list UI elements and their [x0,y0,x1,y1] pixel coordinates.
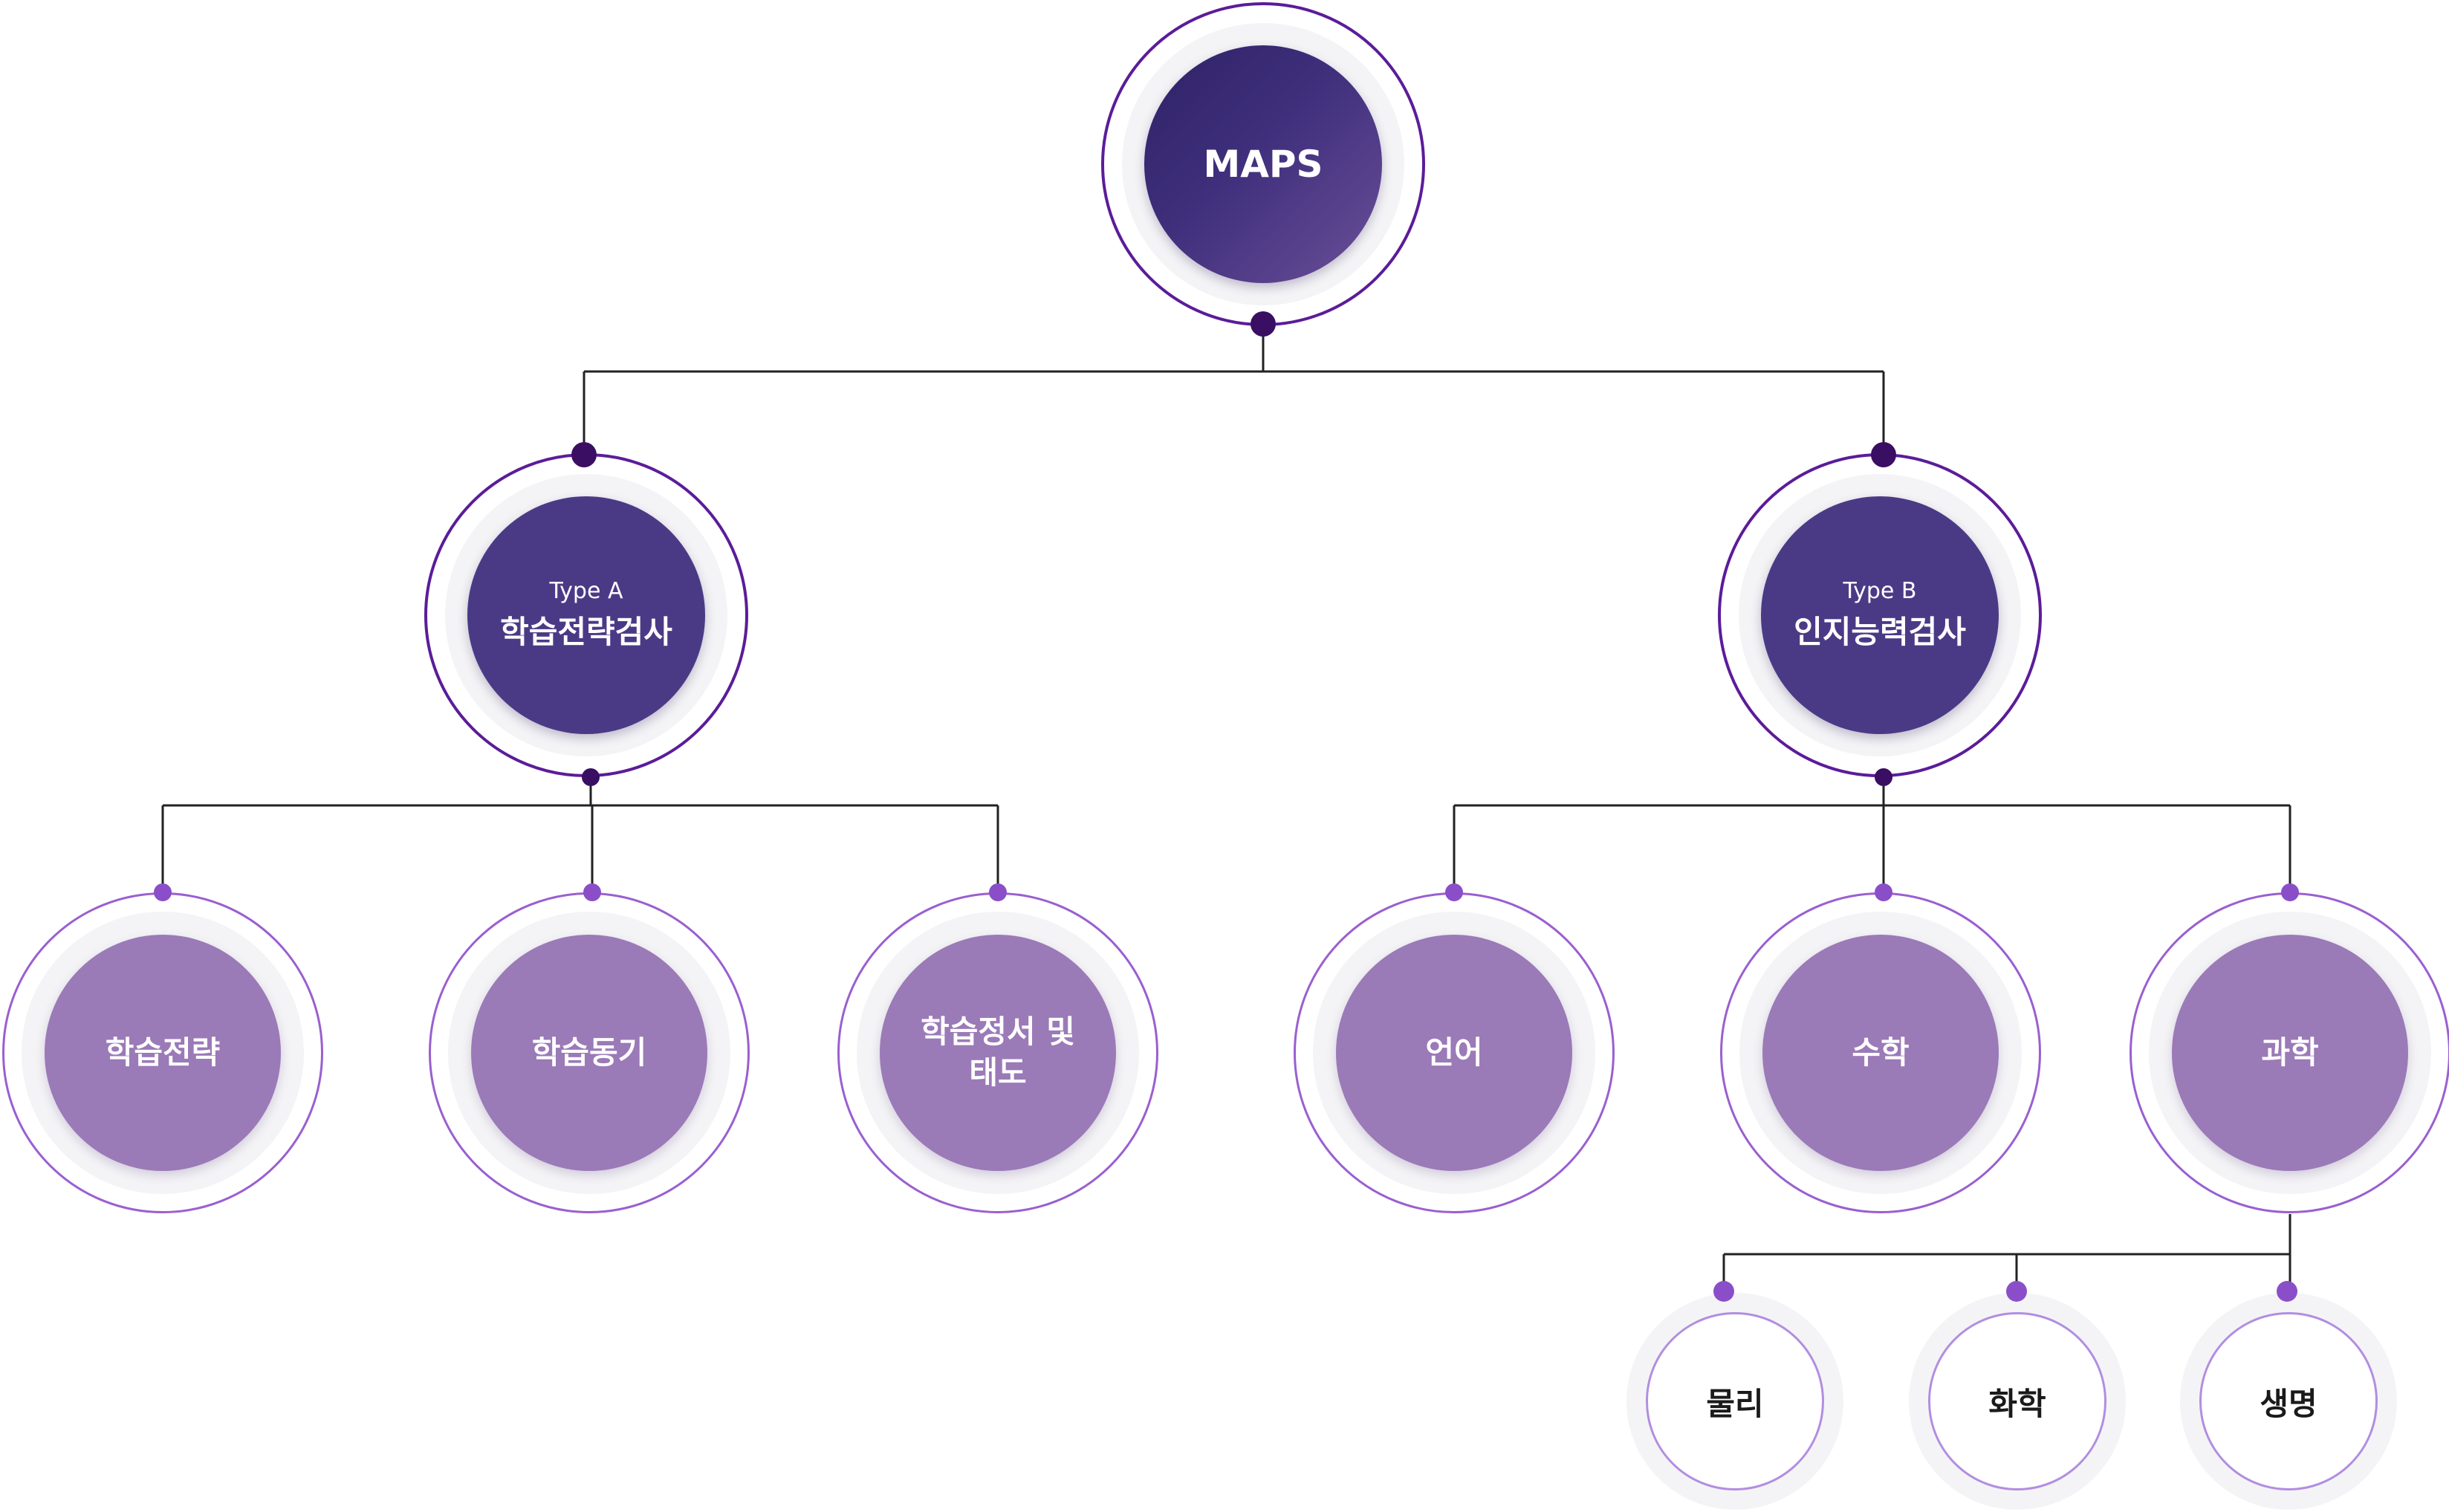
type-a-name: 학습전략검사 [500,613,672,650]
math-label: 수학 [1852,1034,1910,1071]
node-learning-strategy: 학습전략 [2,892,323,1213]
node-type-a: Type A 학습전략검사 [424,453,748,777]
node-learning-emotion-attitude: 학습정서 및 태도 [837,892,1158,1213]
connector-dot-type-b-bottom [1875,768,1892,786]
learning-emotion-label: 학습정서 및 태도 [921,1013,1075,1091]
science-label: 과학 [2261,1034,2319,1071]
type-b-label: Type B [1843,577,1917,604]
life-science-label: 생명 [2199,1312,2378,1490]
connector-dot-learning-strategy [154,883,172,901]
connector-root [583,324,1885,455]
connector-dot-learning-motivation [583,883,601,901]
connector-type-b [1453,777,2291,892]
root-node-maps: MAPS [1101,2,1425,326]
node-language: 언어 [1294,892,1615,1213]
node-physics: 물리 [1626,1293,1843,1510]
node-learning-motivation: 학습동기 [429,892,750,1213]
type-b-name: 인지능력검사 [1794,613,1966,650]
physics-label: 물리 [1646,1312,1824,1490]
learning-motivation-label: 학습동기 [531,1034,647,1071]
type-a-label: Type A [549,577,623,604]
connector-dot-type-b-top [1871,442,1896,467]
connector-dot-science [2281,883,2299,901]
connector-dot-type-a-bottom [582,768,600,786]
connector-dot-math [1875,883,1892,901]
node-life-science: 생명 [2180,1293,2397,1510]
connector-type-a [161,777,999,892]
root-label: MAPS [1203,142,1323,186]
connector-dot-chemistry [2006,1281,2027,1302]
node-chemistry: 화학 [1909,1293,2126,1510]
learning-strategy-label: 학습전략 [105,1034,221,1071]
connector-dot-root [1251,311,1276,337]
chemistry-label: 화학 [1928,1312,2106,1490]
node-science: 과학 [2130,892,2449,1213]
connector-dot-learning-emotion [989,883,1007,901]
connector-dot-life-science [2277,1281,2297,1302]
connector-dot-physics [1713,1281,1734,1302]
language-label: 언어 [1425,1034,1483,1071]
node-type-b: Type B 인지능력검사 [1718,453,2042,777]
connector-dot-language [1445,883,1463,901]
node-math: 수학 [1720,892,2041,1213]
connector-dot-type-a-top [571,442,597,467]
connector-science [1722,1214,2291,1291]
